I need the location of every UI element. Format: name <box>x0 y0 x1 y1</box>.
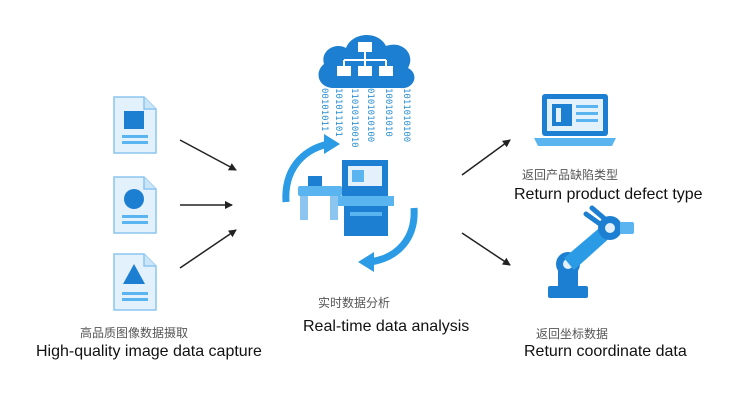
binary-stream-6: 1011010100 <box>401 88 411 142</box>
analysis-label-cn: 实时数据分析 <box>318 296 391 310</box>
analysis-label-en: Real-time data analysis <box>303 318 470 335</box>
binary-data-stream: 00101011 101011101 11010110010 010101010… <box>319 88 411 148</box>
defect-label-en: Return product defect type <box>514 186 703 203</box>
binary-stream-3: 11010110010 <box>349 88 359 148</box>
binary-stream-5: 100101010 <box>383 88 393 137</box>
binary-stream-1: 00101011 <box>319 88 329 131</box>
output-arrow-coordinate <box>461 232 511 266</box>
analysis-machine-icon <box>282 134 418 272</box>
binary-stream-2: 101011101 <box>333 88 343 137</box>
robot-arm-icon <box>548 205 634 298</box>
cloud-network-icon <box>318 34 415 89</box>
circle-document-icon <box>113 176 157 234</box>
binary-stream-4: 0101010100 <box>365 88 375 142</box>
coordinate-label-en: Return coordinate data <box>524 343 687 360</box>
conveyor-belt <box>298 186 342 196</box>
capture-label-en: High-quality image data capture <box>36 343 262 360</box>
coordinate-label-cn: 返回坐标数据 <box>536 327 609 341</box>
input-arrow-top <box>179 139 237 171</box>
defect-label-cn: 返回产品缺陷类型 <box>522 168 619 182</box>
triangle-document-icon <box>113 253 157 311</box>
square-document-icon <box>113 96 157 154</box>
output-arrow-defect <box>461 139 511 176</box>
cycle-arrow-top <box>282 140 329 203</box>
capture-label-cn: 高品质图像数据摄取 <box>80 326 189 340</box>
laptop-icon <box>534 94 616 146</box>
input-arrow-bottom <box>179 229 237 269</box>
cycle-arrow-bottom <box>369 207 418 266</box>
